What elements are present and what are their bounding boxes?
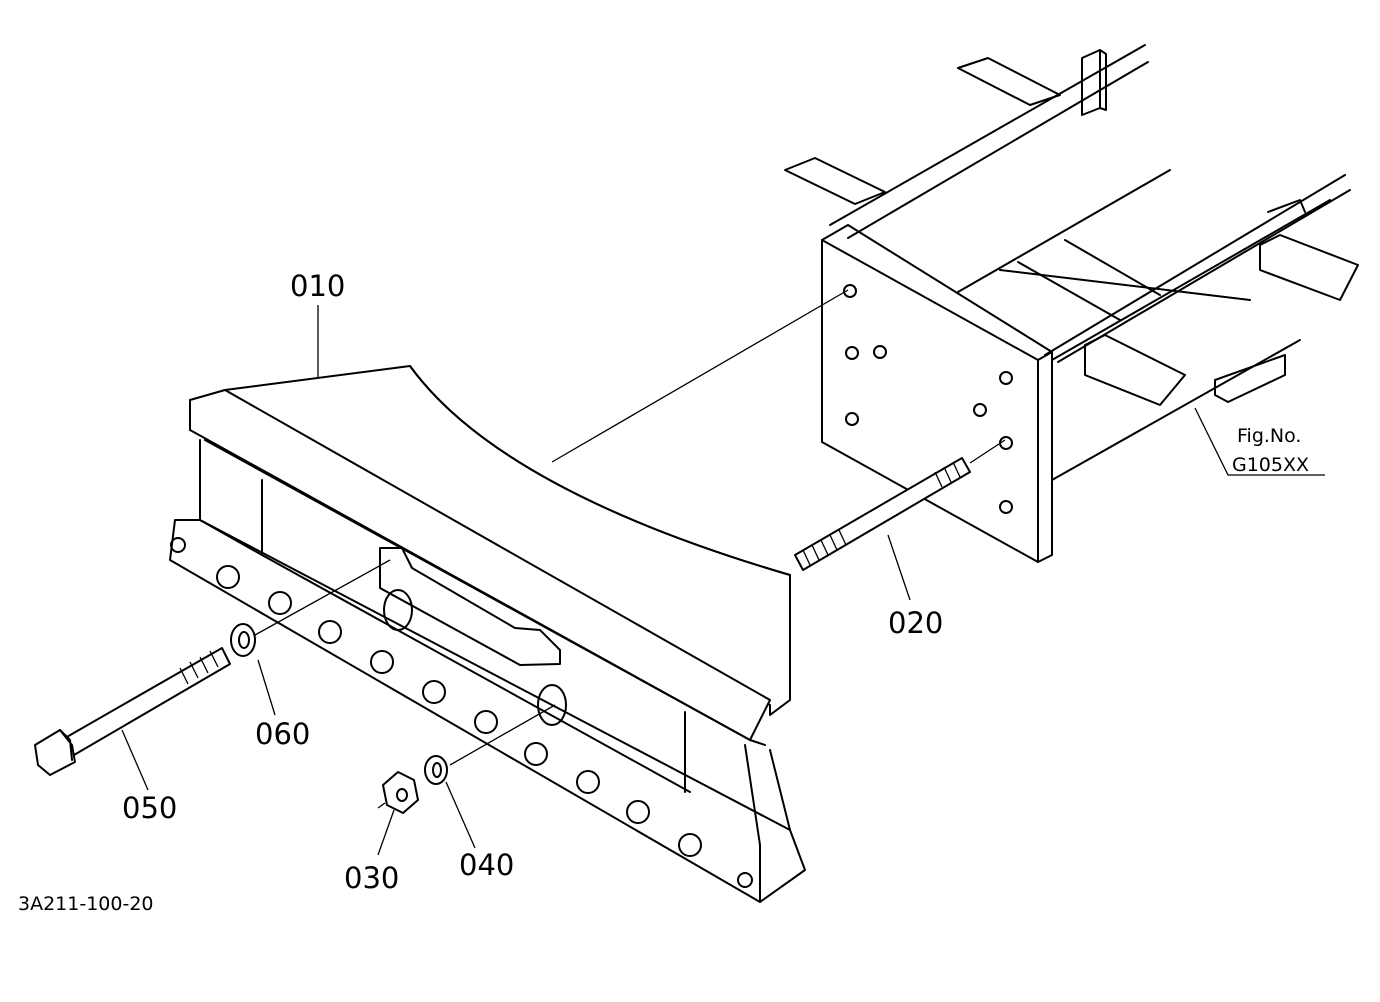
hex-nut-030 <box>382 771 419 814</box>
callout-040: 040 <box>459 848 514 882</box>
callout-020: 020 <box>888 606 943 640</box>
leader-lines <box>121 305 1325 856</box>
hex-bolt-050 <box>34 647 231 776</box>
drawing-id: 3A211-100-20 <box>18 893 154 915</box>
bracket-hole-row <box>170 537 753 888</box>
callout-060: 060 <box>255 717 310 751</box>
callout-010: 010 <box>290 269 345 303</box>
tractor-frame <box>784 44 1359 563</box>
figure-ref-number: G105XX <box>1232 454 1309 476</box>
callout-050: 050 <box>122 791 177 825</box>
lock-washer-060 <box>230 623 256 657</box>
callout-030: 030 <box>344 861 399 895</box>
lock-washer-040 <box>424 755 448 785</box>
figure-ref-label: Fig.No. <box>1237 425 1301 447</box>
front-weight-bracket-010 <box>169 365 806 903</box>
stud-bolt-020 <box>794 457 971 571</box>
assembly-center-lines <box>254 289 1006 809</box>
